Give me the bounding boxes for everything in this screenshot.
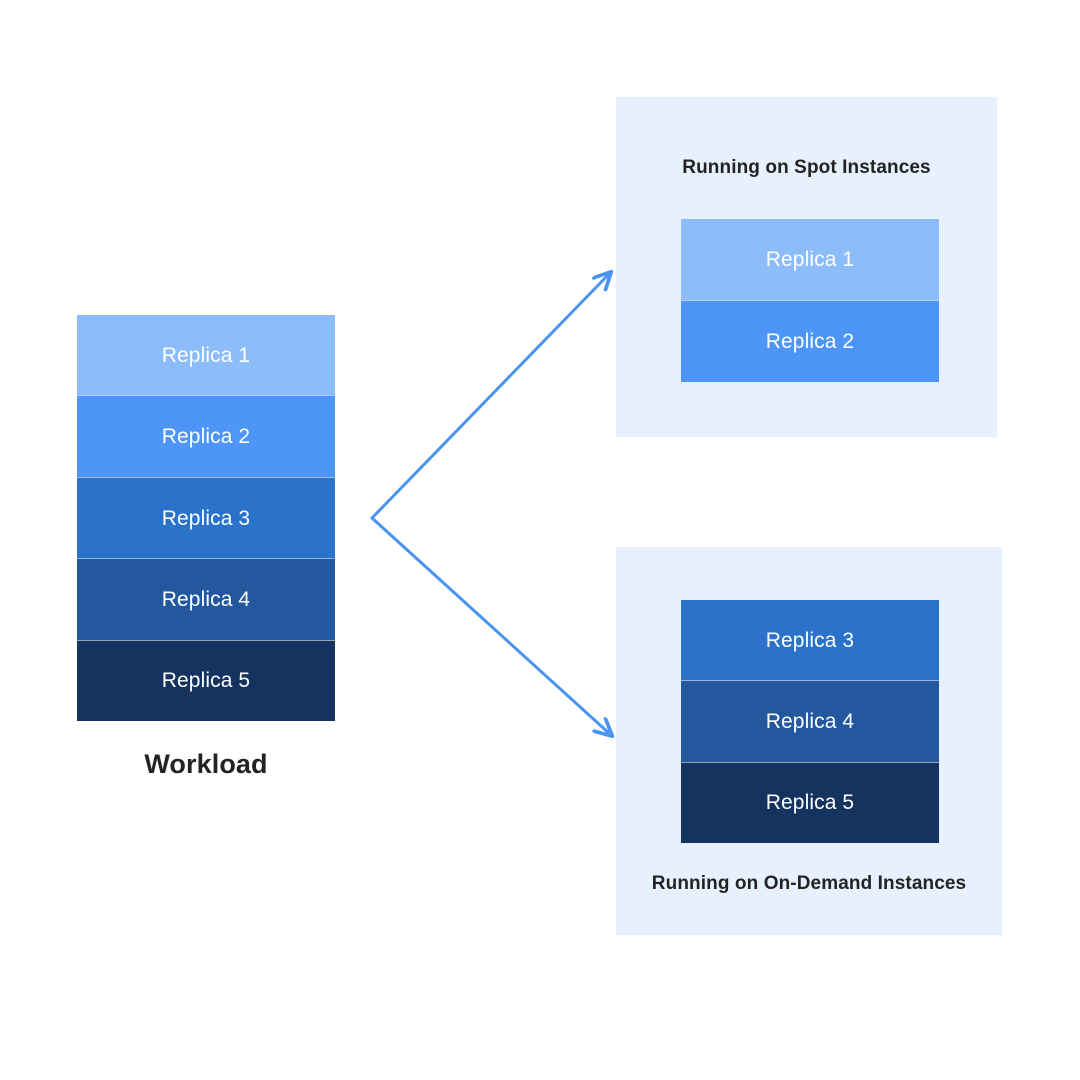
arrow-to-spot bbox=[370, 273, 610, 520]
spot-replica-2: Replica 2 bbox=[681, 300, 939, 382]
on-demand-replica-4: Replica 4 bbox=[681, 680, 939, 762]
spot-replica-1: Replica 1 bbox=[681, 219, 939, 300]
workload-replica-4: Replica 4 bbox=[77, 558, 335, 640]
workload-stack: Replica 1 Replica 2 Replica 3 Replica 4 … bbox=[77, 315, 335, 721]
workload-replica-2: Replica 2 bbox=[77, 395, 335, 477]
workload-replica-1: Replica 1 bbox=[77, 315, 335, 396]
on-demand-replica-3: Replica 3 bbox=[681, 600, 939, 681]
arrow-to-on-demand bbox=[370, 516, 611, 735]
workload-replica-3: Replica 3 bbox=[77, 476, 335, 559]
workload-replica-5: Replica 5 bbox=[77, 639, 335, 721]
on-demand-instances-title: Running on On-Demand Instances bbox=[651, 873, 967, 894]
on-demand-replica-stack: Replica 3 Replica 4 Replica 5 bbox=[681, 600, 939, 843]
on-demand-replica-5: Replica 5 bbox=[681, 761, 939, 843]
spot-instances-title: Running on Spot Instances bbox=[682, 157, 931, 178]
workload-label: Workload bbox=[144, 749, 268, 779]
spot-replica-stack: Replica 1 Replica 2 bbox=[681, 219, 939, 382]
